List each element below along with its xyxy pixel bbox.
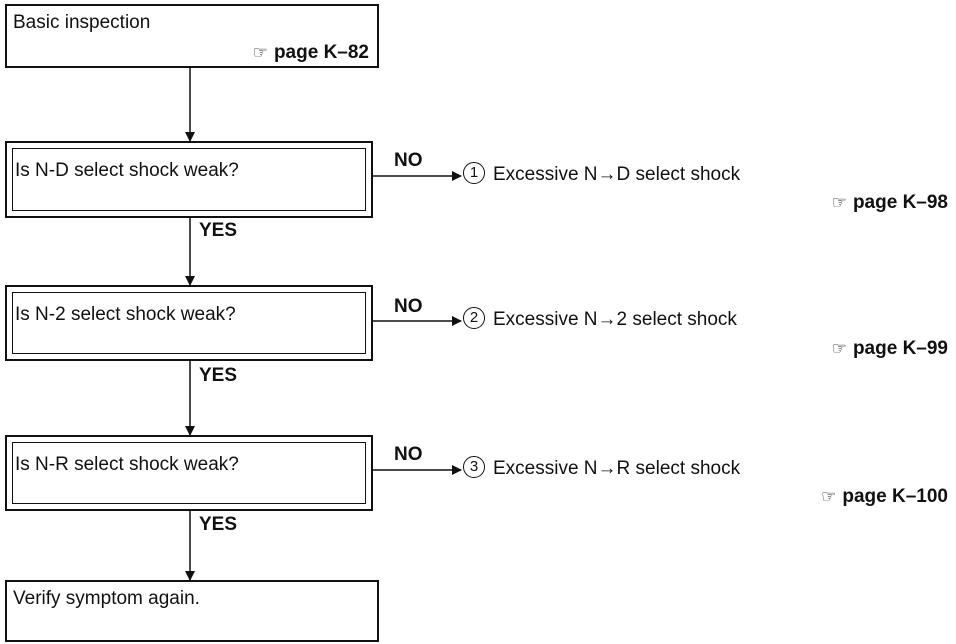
yes-label-2: YES: [199, 365, 238, 386]
result-1-ref-text: page K–98: [852, 192, 948, 213]
start-box: Basic inspection ☞ page K–82: [5, 4, 379, 68]
result-1: 1 Excessive N→D select shock: [463, 162, 741, 186]
pointing-hand-icon: ☞: [831, 193, 847, 212]
pointing-hand-icon: ☞: [831, 339, 847, 358]
question-2-label: Is N-2 select shock weak?: [15, 304, 236, 325]
end-box: Verify symptom again.: [5, 580, 379, 642]
question-box-2: Is N-2 select shock weak?: [5, 285, 373, 361]
yes-label-3: YES: [199, 514, 238, 535]
result-3-page-ref: ☞ page K–100: [821, 486, 948, 508]
result-3-ref-text: page K–100: [842, 486, 948, 507]
no-label-1: NO: [394, 150, 423, 171]
question-3-label: Is N-R select shock weak?: [15, 454, 239, 475]
yes-label-1: YES: [199, 220, 238, 241]
start-ref-text: page K–82: [273, 42, 369, 63]
start-page-ref: ☞ page K–82: [253, 42, 369, 64]
number-2-icon: 2: [463, 307, 485, 329]
no-label-2: NO: [394, 296, 423, 317]
result-2-text: Excessive N→2 select shock: [493, 309, 737, 331]
question-box-1: Is N-D select shock weak?: [5, 141, 373, 218]
end-label: Verify symptom again.: [13, 588, 200, 609]
result-1-text: Excessive N→D select shock: [493, 164, 741, 186]
pointing-hand-icon: ☞: [821, 487, 837, 506]
number-1-icon: 1: [463, 162, 485, 184]
result-2-page-ref: ☞ page K–99: [832, 338, 948, 360]
result-1-page-ref: ☞ page K–98: [832, 192, 948, 214]
number-3-icon: 3: [463, 456, 485, 478]
result-2-ref-text: page K–99: [852, 338, 948, 359]
result-3: 3 Excessive N→R select shock: [463, 456, 741, 480]
no-label-3: NO: [394, 444, 423, 465]
question-1-label: Is N-D select shock weak?: [15, 160, 239, 181]
question-box-3: Is N-R select shock weak?: [5, 435, 373, 511]
result-3-text: Excessive N→R select shock: [493, 458, 741, 480]
pointing-hand-icon: ☞: [252, 43, 268, 62]
result-2: 2 Excessive N→2 select shock: [463, 307, 737, 331]
start-label: Basic inspection: [13, 12, 151, 33]
